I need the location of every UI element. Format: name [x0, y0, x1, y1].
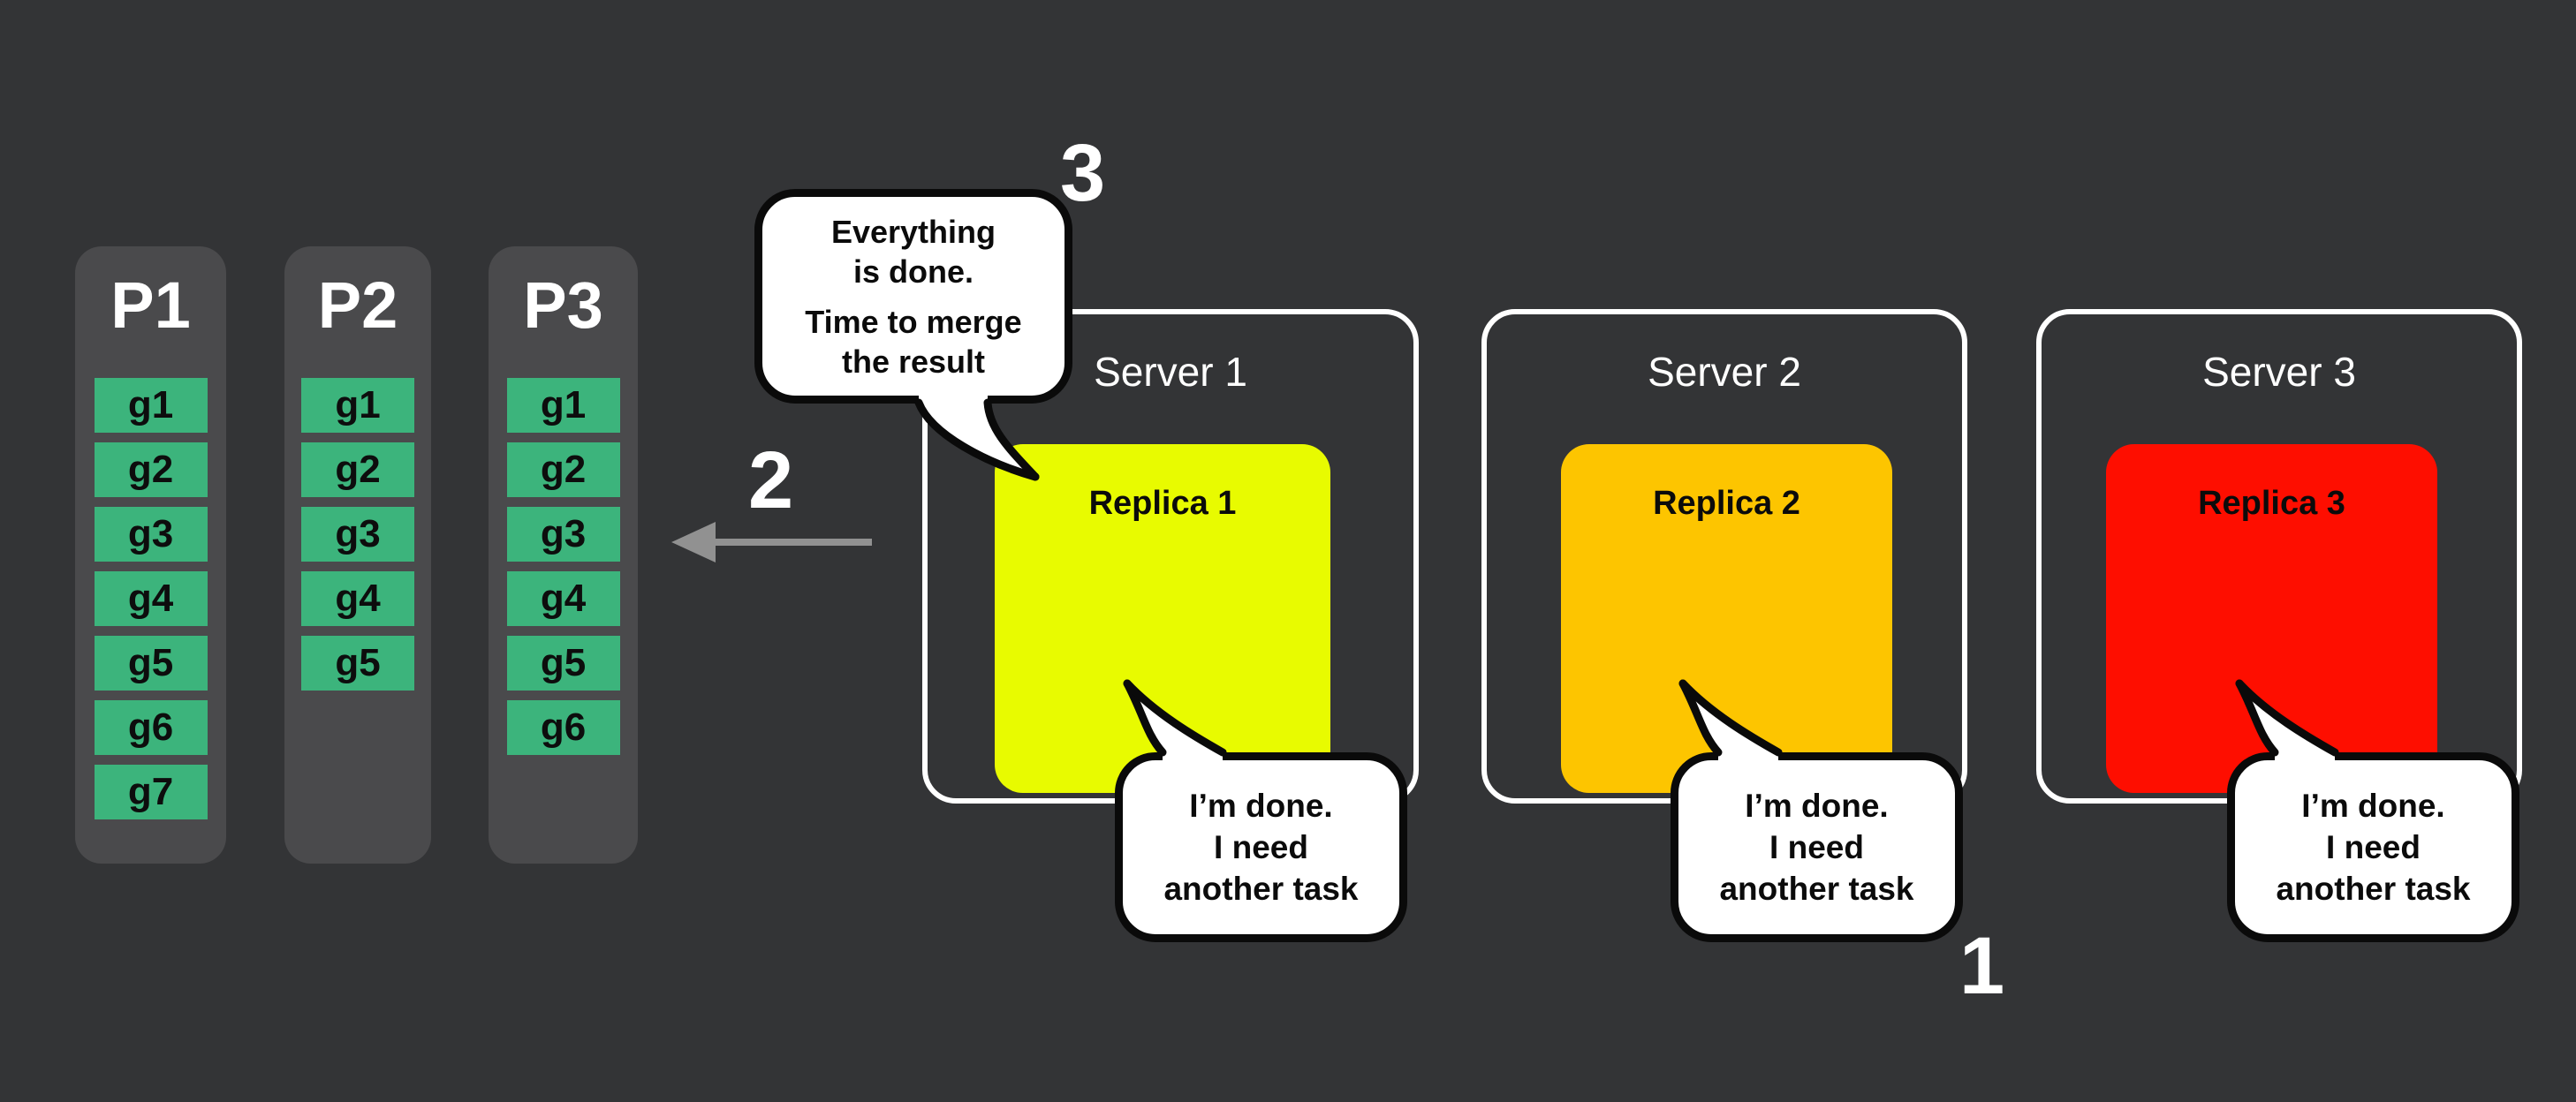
done-bubble-tail [2235, 679, 2339, 766]
merge-speech-bubble: Everything is done. Time to merge the re… [754, 189, 1072, 404]
done-speech-bubble-3: I’m done. I need another task [2227, 752, 2519, 942]
left-arrow-icon [671, 522, 872, 562]
merge-bubble-tail [914, 394, 1040, 481]
replica-label: Replica 2 [1653, 485, 1800, 522]
task-chip: g6 [94, 700, 208, 755]
step-number-3: 3 [1060, 128, 1106, 218]
task-list: g1 g2 g3 g4 g5 g6 [506, 378, 620, 755]
task-chip: g6 [506, 700, 620, 755]
server-label: Server 1 [1094, 349, 1247, 395]
server-box-3: Server 3 [2036, 309, 2522, 804]
task-chip: g5 [506, 636, 620, 691]
task-chip: g4 [506, 571, 620, 626]
task-list: g1 g2 g3 g4 g5 [301, 378, 414, 691]
task-chip: g3 [506, 507, 620, 562]
done-bubble-tail [1123, 679, 1227, 766]
task-chip: g4 [301, 571, 414, 626]
replica-label: Replica 3 [2198, 485, 2345, 522]
partition-column-p2: P2 g1 g2 g3 g4 g5 [284, 246, 431, 864]
partition-label: P1 [110, 268, 191, 342]
done-bubble-tail [1678, 679, 1783, 766]
task-chip: g3 [94, 507, 208, 562]
task-list: g1 g2 g3 g4 g5 g6 g7 [94, 378, 208, 819]
done-bubble-line: another task [1163, 871, 1359, 907]
done-bubble-line: another task [2276, 871, 2471, 907]
merge-bubble-line: Everything is done. [830, 213, 996, 290]
task-chip: g1 [506, 378, 620, 433]
task-chip: g1 [301, 378, 414, 433]
server-label: Server 2 [1648, 349, 1801, 395]
done-bubble-line: I need [1214, 829, 1308, 865]
done-bubble-line: I need [1769, 829, 1864, 865]
partition-label: P3 [523, 268, 603, 342]
task-chip: g4 [94, 571, 208, 626]
done-bubble-line: I’m done. [1745, 788, 1889, 824]
task-chip: g3 [301, 507, 414, 562]
task-chip: g1 [94, 378, 208, 433]
step-number-1: 1 [1959, 921, 2005, 1011]
done-bubble-line: I’m done. [1189, 788, 1333, 824]
done-bubble-line: another task [1719, 871, 1914, 907]
step-number-2: 2 [748, 435, 794, 525]
partition-column-p3: P3 g1 g2 g3 g4 g5 g6 [489, 246, 638, 864]
done-speech-bubble-2: I’m done. I need another task [1671, 752, 1963, 942]
done-bubble-line: I need [2326, 829, 2421, 865]
done-speech-bubble-1: I’m done. I need another task [1115, 752, 1407, 942]
merge-bubble-line: Time to merge the result [805, 303, 1022, 380]
task-chip: g2 [301, 442, 414, 497]
server-label: Server 3 [2202, 349, 2356, 395]
replica-block-3: Replica 3 [2106, 444, 2437, 793]
task-chip: g2 [506, 442, 620, 497]
replica-label: Replica 1 [1088, 485, 1237, 522]
task-chip: g7 [94, 765, 208, 819]
task-chip: g5 [94, 636, 208, 691]
task-chip: g5 [301, 636, 414, 691]
partition-column-p1: P1 g1 g2 g3 g4 g5 g6 g7 [75, 246, 226, 864]
partition-label: P2 [317, 268, 398, 342]
task-chip: g2 [94, 442, 208, 497]
done-bubble-line: I’m done. [2301, 788, 2445, 824]
